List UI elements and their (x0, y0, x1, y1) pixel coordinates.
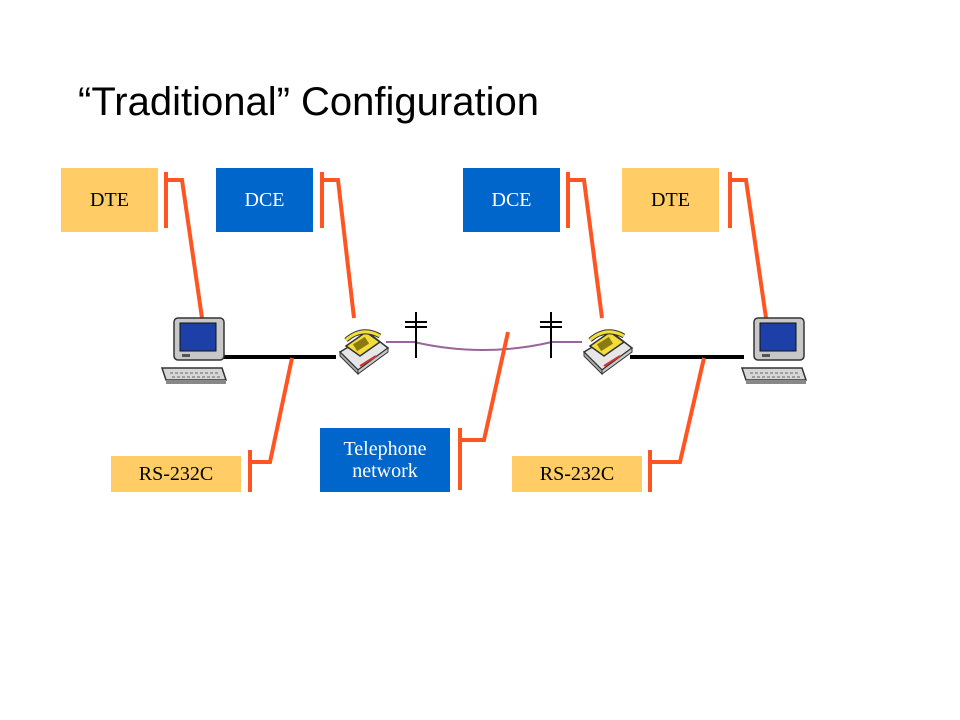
callout-dte-right (730, 178, 768, 319)
callout-rs232c-left (250, 357, 294, 464)
dte-right-label: DTE (622, 168, 719, 232)
rs232c-left-label: RS-232C (111, 456, 241, 492)
telephone-network-label: Telephone network (320, 428, 450, 492)
callout-rs232c-right (650, 357, 706, 464)
rs232c-right-label: RS-232C (512, 456, 642, 492)
computer-icon (740, 317, 808, 384)
callout-dce-left (322, 178, 356, 319)
telephone-label-line1: Telephone (343, 438, 427, 460)
computer-icon (160, 317, 228, 384)
slide-title: “Traditional” Configuration (78, 80, 539, 124)
dce-right-label: DCE (463, 168, 560, 232)
dce-left-label: DCE (216, 168, 313, 232)
telephone-label-line2: network (352, 460, 418, 482)
dte-left-label: DTE (61, 168, 158, 232)
telephone-line (386, 341, 582, 351)
callout-dce-right (568, 178, 604, 319)
pole-left-icon (405, 312, 427, 358)
telephone-icon (582, 329, 634, 376)
callout-telephone (460, 331, 510, 442)
pole-right-icon (540, 312, 562, 358)
callout-dte-left (166, 178, 204, 319)
telephone-icon (338, 329, 390, 376)
